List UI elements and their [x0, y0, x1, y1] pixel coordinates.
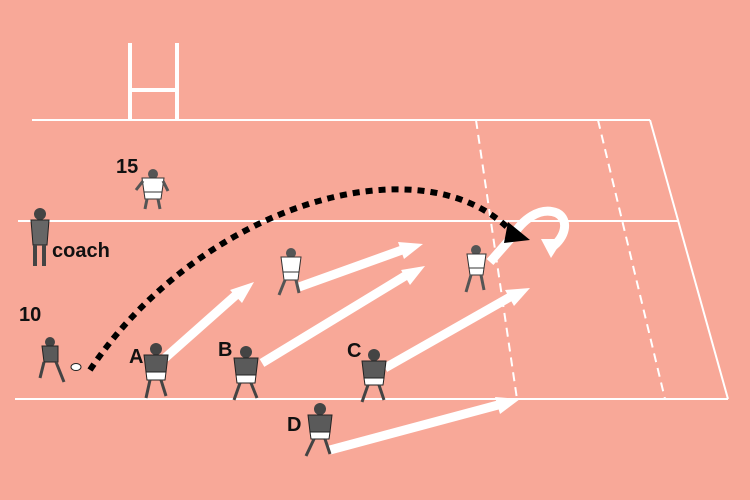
attacker-c [360, 349, 387, 403]
dashed-line-right [597, 119, 666, 400]
run-arrow-b [259, 266, 425, 367]
dotted-kick-arrow [87, 186, 530, 372]
label-a: A [129, 346, 144, 368]
label-coach: coach [52, 240, 110, 262]
attacker-b [232, 346, 259, 401]
run-arrow-c [382, 288, 530, 372]
label-10: 10 [19, 304, 42, 326]
defender-catcher [464, 245, 487, 293]
loop-arrow-defender [486, 206, 570, 265]
run-arrows [162, 206, 570, 455]
label-d: D [287, 414, 302, 436]
right-touchline [649, 119, 729, 400]
defender-15 [134, 169, 170, 210]
defender-runner [277, 248, 302, 296]
goal-posts [128, 43, 179, 120]
attacker-10 [38, 337, 82, 383]
attacker-a [143, 343, 169, 399]
label-15: 15 [116, 156, 139, 178]
attacker-d [304, 403, 333, 457]
label-b: B [218, 339, 233, 361]
coach-figure [30, 208, 50, 266]
label-c: C [347, 340, 362, 362]
run-arrow-defender [297, 242, 423, 292]
run-arrow-a [162, 282, 254, 362]
run-arrow-d [328, 397, 520, 455]
